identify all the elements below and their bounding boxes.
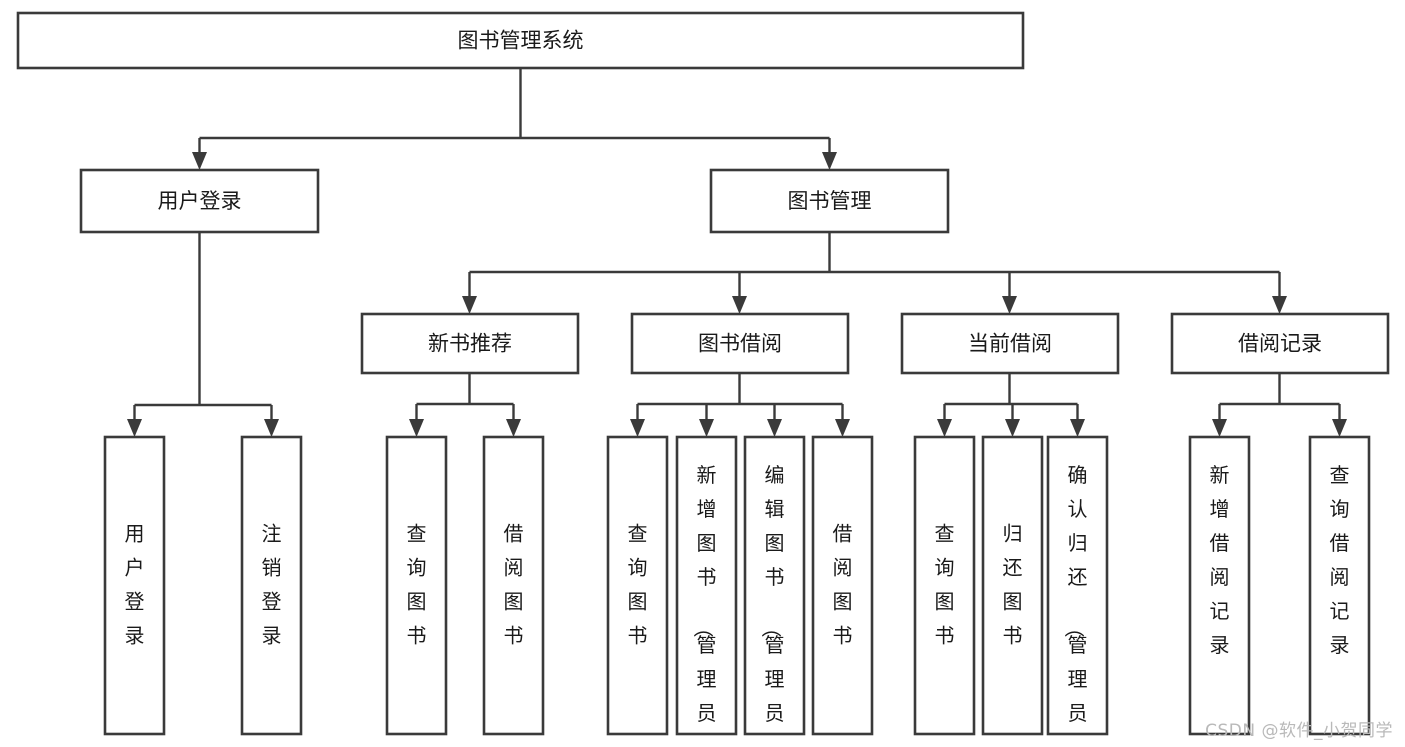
node-book-borrow[interactable]: 图书借阅 bbox=[630, 312, 850, 375]
node-layer: 图书管理系统用户登录图书管理新书推荐图书借阅当前借阅借阅记录用户登录注销登录查询… bbox=[16, 11, 1390, 747]
arrow-head-new-book-recommend bbox=[462, 296, 477, 314]
arrow-head-leaf-user-logout bbox=[264, 419, 279, 437]
node-box-current-borrow[interactable] bbox=[900, 312, 1120, 375]
node-label-bb-add-book: 新增图书（管理员） bbox=[692, 463, 717, 747]
node-label-book-borrow: 图书借阅 bbox=[698, 332, 782, 356]
node-box-book-management[interactable] bbox=[709, 168, 950, 234]
node-cb-return-book[interactable]: 归还图书 bbox=[981, 435, 1044, 736]
node-box-bb-add-book[interactable] bbox=[675, 435, 738, 736]
node-label-cb-confirm-return: 确认归还（管理员） bbox=[1063, 463, 1088, 747]
arrow-head-br-add-record bbox=[1212, 419, 1227, 437]
arrow-head-current-borrow bbox=[1002, 296, 1017, 314]
node-nb-borrow-book[interactable]: 借阅图书 bbox=[482, 435, 545, 736]
node-box-borrow-record[interactable] bbox=[1170, 312, 1390, 375]
node-leaf-user-login[interactable]: 用户登录 bbox=[103, 435, 166, 736]
node-box-leaf-user-login[interactable] bbox=[103, 435, 166, 736]
arrow-head-borrow-record bbox=[1272, 296, 1287, 314]
node-box-cb-return-book[interactable] bbox=[981, 435, 1044, 736]
arrow-head-bb-query-book bbox=[630, 419, 645, 437]
node-root[interactable]: 图书管理系统 bbox=[16, 11, 1025, 70]
node-box-bb-query-book[interactable] bbox=[606, 435, 669, 736]
connector-layer bbox=[127, 68, 1347, 437]
node-label-book-management: 图书管理 bbox=[788, 189, 872, 213]
arrow-head-bb-edit-book bbox=[767, 419, 782, 437]
node-current-borrow[interactable]: 当前借阅 bbox=[900, 312, 1120, 375]
node-cb-confirm-return[interactable]: 确认归还（管理员） bbox=[1046, 435, 1109, 747]
node-box-cb-confirm-return[interactable] bbox=[1046, 435, 1109, 736]
node-label-bb-query-book: 查询图书 bbox=[628, 521, 648, 647]
node-box-new-book-recommend[interactable] bbox=[360, 312, 580, 375]
node-box-br-add-record[interactable] bbox=[1188, 435, 1251, 736]
node-label-root: 图书管理系统 bbox=[458, 29, 584, 53]
node-box-user-login[interactable] bbox=[79, 168, 320, 234]
node-box-nb-query-book[interactable] bbox=[385, 435, 448, 736]
arrow-head-nb-borrow-book bbox=[506, 419, 521, 437]
arrow-head-book-management bbox=[822, 152, 837, 170]
node-label-new-book-recommend: 新书推荐 bbox=[428, 332, 512, 356]
node-box-bb-borrow-book[interactable] bbox=[811, 435, 874, 736]
node-box-cb-query-book[interactable] bbox=[913, 435, 976, 736]
node-box-book-borrow[interactable] bbox=[630, 312, 850, 375]
node-user-login[interactable]: 用户登录 bbox=[79, 168, 320, 234]
arrow-head-cb-query-book bbox=[937, 419, 952, 437]
node-bb-edit-book[interactable]: 编辑图书（管理员） bbox=[743, 435, 806, 747]
csdn-watermark: CSDN @软件_小贺同学 bbox=[1205, 721, 1393, 741]
node-book-management[interactable]: 图书管理 bbox=[709, 168, 950, 234]
node-box-br-query-record[interactable] bbox=[1308, 435, 1371, 736]
node-box-bb-edit-book[interactable] bbox=[743, 435, 806, 736]
node-label-leaf-user-logout: 注销登录 bbox=[262, 521, 282, 647]
node-label-bb-borrow-book: 借阅图书 bbox=[833, 521, 853, 647]
arrow-head-cb-return-book bbox=[1005, 419, 1020, 437]
arrow-head-leaf-user-login bbox=[127, 419, 142, 437]
arrow-head-br-query-record bbox=[1332, 419, 1347, 437]
node-bb-borrow-book[interactable]: 借阅图书 bbox=[811, 435, 874, 736]
arrow-head-cb-confirm-return bbox=[1070, 419, 1085, 437]
node-label-nb-query-book: 查询图书 bbox=[407, 521, 427, 647]
node-borrow-record[interactable]: 借阅记录 bbox=[1170, 312, 1390, 375]
node-label-cb-return-book: 归还图书 bbox=[1003, 521, 1023, 647]
node-bb-query-book[interactable]: 查询图书 bbox=[606, 435, 669, 736]
arrow-head-bb-borrow-book bbox=[835, 419, 850, 437]
node-nb-query-book[interactable]: 查询图书 bbox=[385, 435, 448, 736]
node-br-query-record[interactable]: 查询借阅记录 bbox=[1308, 435, 1371, 736]
node-box-nb-borrow-book[interactable] bbox=[482, 435, 545, 736]
arrow-head-bb-add-book bbox=[699, 419, 714, 437]
node-label-nb-borrow-book: 借阅图书 bbox=[504, 521, 524, 647]
node-label-br-add-record: 新增借阅记录 bbox=[1210, 463, 1230, 657]
node-label-user-login: 用户登录 bbox=[158, 189, 242, 213]
node-new-book-recommend[interactable]: 新书推荐 bbox=[360, 312, 580, 375]
node-leaf-user-logout[interactable]: 注销登录 bbox=[240, 435, 303, 736]
node-label-br-query-record: 查询借阅记录 bbox=[1330, 463, 1350, 657]
node-label-cb-query-book: 查询图书 bbox=[935, 521, 955, 647]
node-label-leaf-user-login: 用户登录 bbox=[125, 521, 145, 647]
node-br-add-record[interactable]: 新增借阅记录 bbox=[1188, 435, 1251, 736]
node-label-borrow-record: 借阅记录 bbox=[1238, 332, 1322, 356]
arrow-head-nb-query-book bbox=[409, 419, 424, 437]
arrow-head-book-borrow bbox=[732, 296, 747, 314]
node-label-bb-edit-book: 编辑图书（管理员） bbox=[760, 463, 785, 747]
node-box-root[interactable] bbox=[16, 11, 1025, 70]
node-cb-query-book[interactable]: 查询图书 bbox=[913, 435, 976, 736]
node-box-leaf-user-logout[interactable] bbox=[240, 435, 303, 736]
node-label-current-borrow: 当前借阅 bbox=[968, 332, 1052, 356]
node-bb-add-book[interactable]: 新增图书（管理员） bbox=[675, 435, 738, 747]
arrow-head-user-login bbox=[192, 152, 207, 170]
